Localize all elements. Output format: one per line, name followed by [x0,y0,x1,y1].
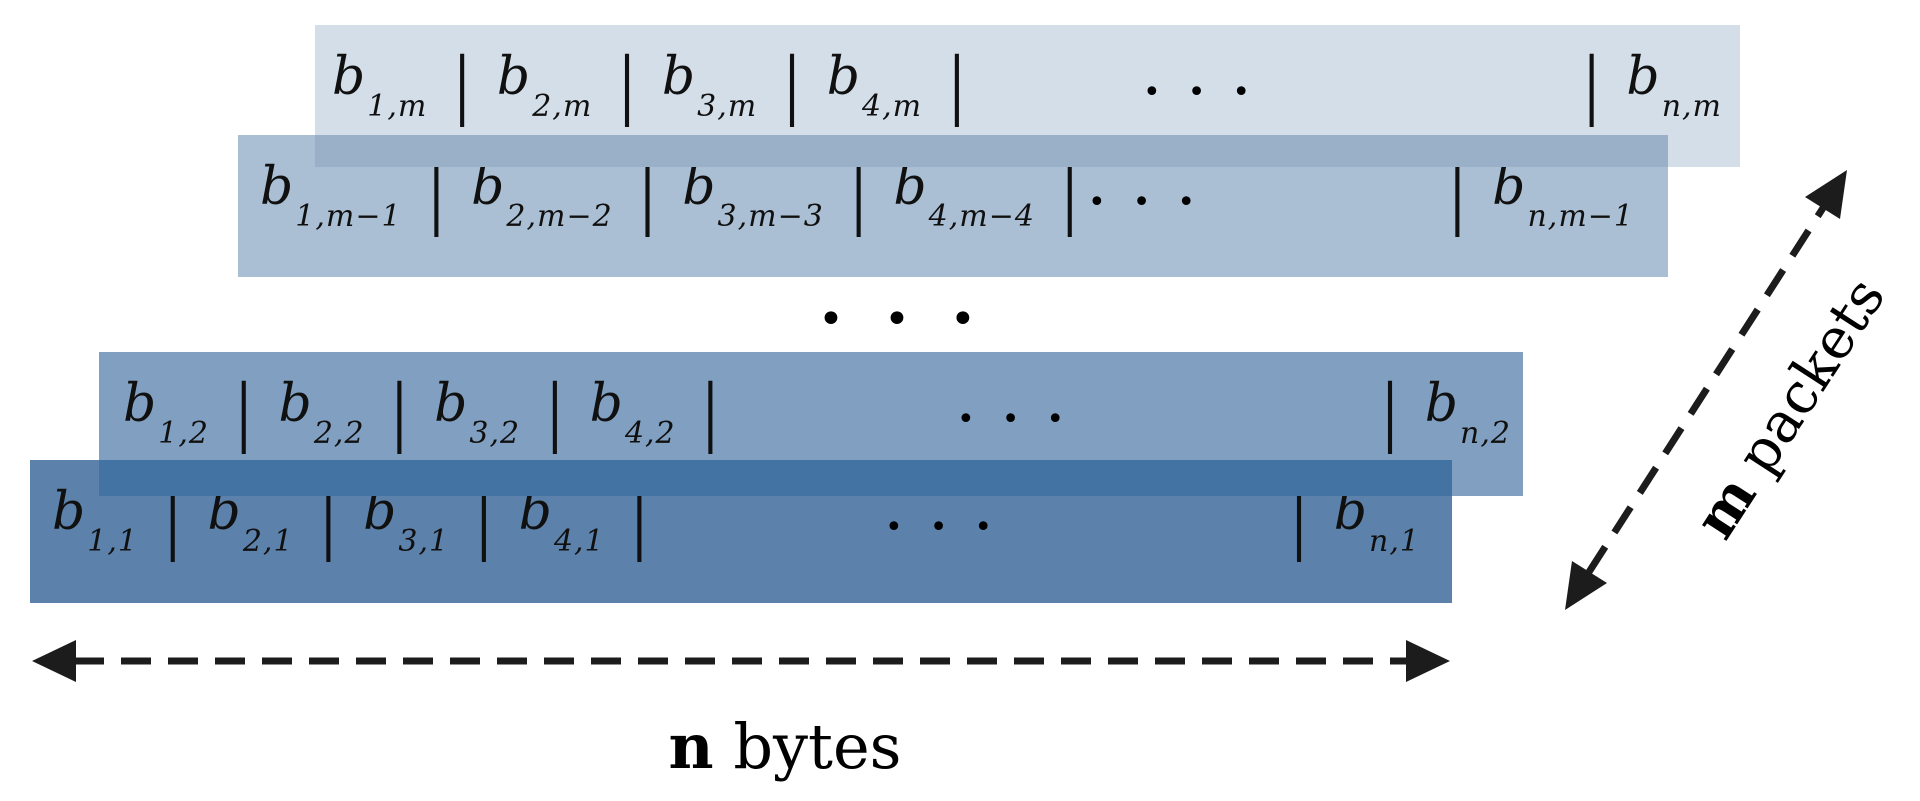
n-bytes-label-rest: bytes [713,710,902,783]
row-ellipsis: ••• [1143,75,1278,110]
byte-symbol: b [471,157,505,217]
n-bytes-arrow [32,640,1450,682]
byte-subscript: 3,m−3 [717,199,824,234]
byte-symbol: b [682,157,716,217]
byte-cell: b1,2 [123,378,209,449]
byte-subscript: 4,m [862,89,923,124]
byte-separator: | [1290,479,1308,563]
byte-subscript: n,m [1661,89,1722,124]
byte-subscript: n,1 [1369,524,1420,559]
byte-symbol: b [278,374,312,434]
byte-symbol: b [661,47,696,107]
byte-separator: | [783,44,801,129]
arrowhead-icon [1406,640,1450,682]
byte-subscript: 3,2 [469,416,521,451]
byte-separator: | [618,44,636,129]
byte-separator: | [1060,154,1079,238]
byte-row: b1,1 | b2,1 | b3,1 | b4,1 | [52,485,648,558]
byte-subscript: n,m−1 [1527,199,1634,234]
byte-cell: bn,2 [1425,378,1511,449]
m-packets-label-rest: packets [1714,266,1899,501]
byte-separator: | [701,371,720,455]
byte-separator: | [475,479,493,563]
byte-symbol: b [1626,47,1660,107]
byte-row: b1,2 | b2,2 | b3,2 | b4,2 | [123,377,719,450]
byte-subscript: 1,1 [87,524,139,559]
byte-cell: b2,2 [279,378,365,449]
byte-row: b1,m | b2,m | b3,m | b4,m | [332,50,966,123]
byte-separator: | [453,44,471,129]
byte-subscript: 2,m [532,89,593,124]
byte-cell: b4,m−4 [893,161,1035,232]
byte-cell: b3,2 [434,378,520,449]
row-ellipsis: ••• [885,510,1020,545]
arrowhead-icon [32,640,76,682]
byte-symbol: b [260,157,294,217]
last-byte-group: | bn,m−1 [1449,160,1634,233]
byte-row: b1,m−1 | b2,m−2 | b3,m−3 | b4,m−4 | [260,160,1079,233]
n-bytes-label: n bytes [669,710,902,783]
byte-cell: b3,m [662,51,757,122]
row-ellipsis: ••• [957,402,1092,437]
byte-separator: | [164,479,182,563]
byte-cell: b4,1 [519,486,605,557]
byte-separator: | [1381,371,1399,455]
byte-symbol: b [52,482,86,542]
bar-overlap-lower [99,460,1452,496]
byte-cell: b2,m [497,51,592,122]
byte-symbol: b [893,157,927,217]
byte-subscript: 2,2 [313,416,365,451]
byte-separator: | [638,154,657,238]
byte-subscript: 2,1 [242,524,294,559]
byte-separator: | [319,479,338,563]
byte-separator: | [630,479,649,563]
byte-subscript: 1,m−1 [295,199,402,234]
byte-symbol: b [434,374,468,434]
byte-subscript: 1,2 [158,416,210,451]
byte-cell: b1,m [332,51,427,122]
byte-cell: b4,2 [590,378,676,449]
byte-cell: bn,m [1626,51,1722,122]
byte-separator: | [390,371,409,455]
last-byte-group: | bn,2 [1381,377,1511,450]
byte-cell: b1,1 [52,486,138,557]
byte-subscript: n,2 [1460,416,1511,451]
byte-symbol: b [1424,374,1459,434]
byte-subscript: 3,1 [398,524,450,559]
m-packets-label: m packets [1682,266,1899,550]
byte-symbol: b [1492,157,1526,217]
byte-subscript: 4,m−4 [928,199,1035,234]
byte-cell: b3,m−3 [682,161,824,232]
byte-symbol: b [123,374,157,434]
last-byte-group: | bn,m [1583,50,1722,123]
packets-ellipsis: ••• [818,294,1016,345]
byte-separator: | [235,371,253,455]
last-byte-group: | bn,1 [1290,485,1420,558]
byte-separator: | [849,154,868,238]
byte-symbol: b [496,47,531,107]
byte-cell: bn,m−1 [1492,161,1634,232]
arrowhead-icon [1805,170,1847,219]
byte-cell: bn,1 [1334,486,1420,557]
byte-subscript: 4,2 [624,416,676,451]
byte-subscript: 4,1 [553,524,605,559]
byte-separator: | [427,154,446,238]
byte-separator: | [1448,154,1467,238]
byte-cell: b1,m−1 [260,161,402,232]
row-ellipsis: ••• [1088,185,1223,220]
byte-subscript: 2,m−2 [506,199,613,234]
byte-cell: b4,m [827,51,922,122]
arrowhead-icon [1565,561,1607,610]
byte-symbol: b [332,47,366,107]
byte-separator: | [1582,44,1601,129]
n-bytes-label-bold: n [668,710,714,783]
bar-overlap-upper [315,135,1668,167]
byte-separator: | [546,371,564,455]
byte-cell: b2,m−2 [471,161,613,232]
byte-subscript: 3,m [697,89,758,124]
byte-separator: | [948,44,966,129]
byte-symbol: b [826,47,861,107]
byte-subscript: 1,m [367,89,428,124]
byte-symbol: b [589,374,623,434]
